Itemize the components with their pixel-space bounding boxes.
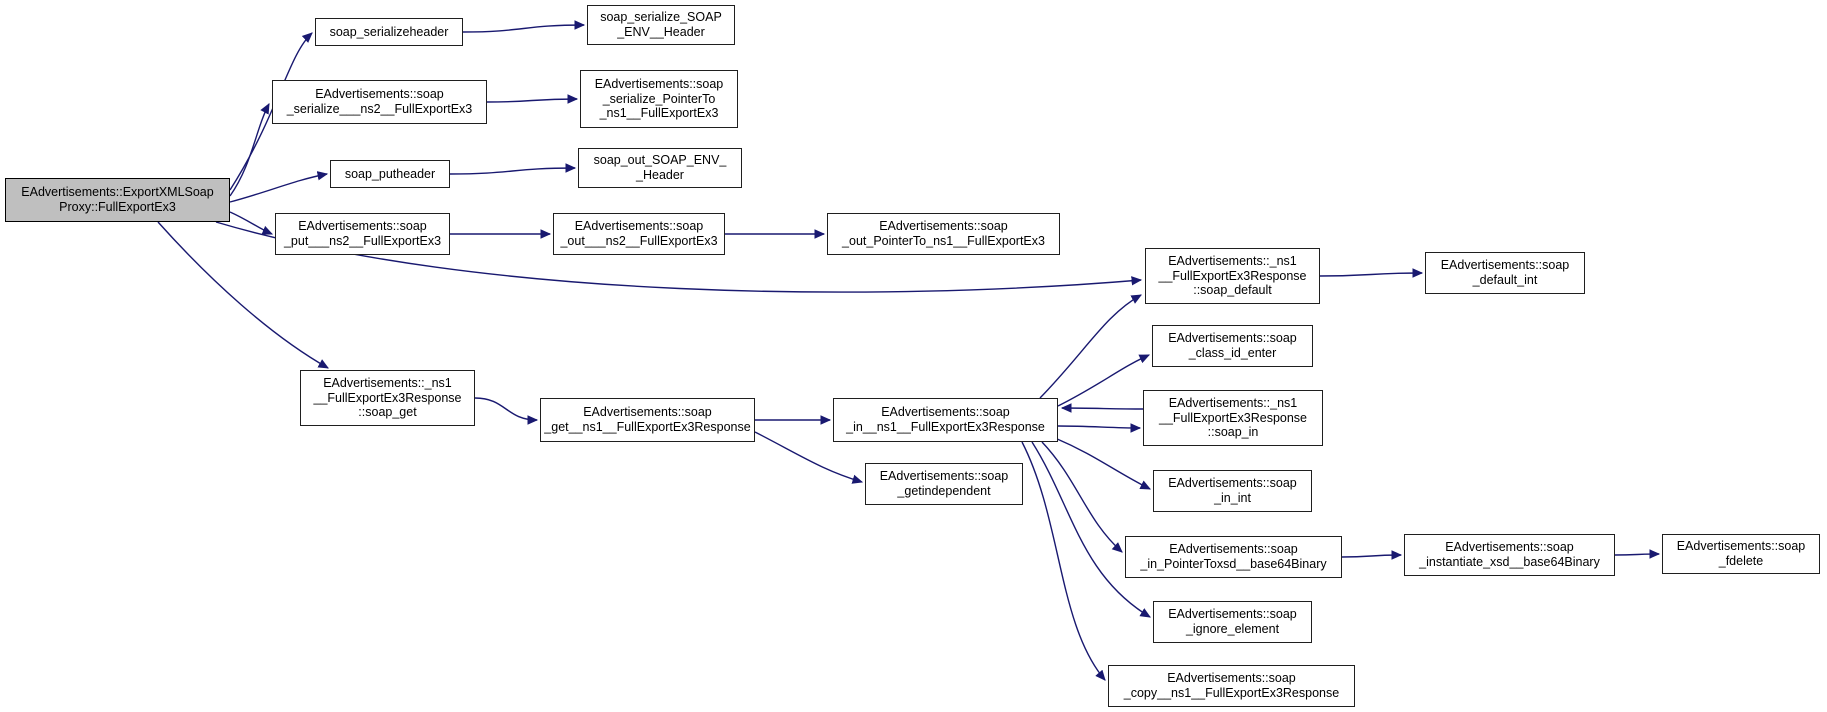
node-in-int[interactable]: EAdvertisements::soap_in_int: [1153, 470, 1312, 512]
node-putheader[interactable]: soap_putheader: [330, 160, 450, 188]
node-label-line: EAdvertisements::soap: [1445, 540, 1574, 555]
node-label-line: _get__ns1__FullExportEx3Response: [544, 420, 751, 434]
node-label-line: _fdelete: [1718, 554, 1764, 568]
node-label-line: EAdvertisements::soap: [583, 405, 712, 420]
edge-root-put-ns2: [229, 211, 274, 235]
node-label-line: EAdvertisements::soap: [1167, 671, 1296, 686]
edge-soap-get-get-ns1: [474, 397, 539, 425]
node-label-line: EAdvertisements::soap: [315, 87, 444, 102]
node-label-line: EAdvertisements::soap: [879, 219, 1008, 234]
edge-get-ns1-getindependent: [754, 431, 864, 484]
node-copy-ns1[interactable]: EAdvertisements::soap_copy__ns1__FullExp…: [1108, 665, 1355, 707]
node-label-line: EAdvertisements::soap: [881, 405, 1010, 420]
node-soap-default[interactable]: EAdvertisements::_ns1__FullExportEx3Resp…: [1145, 248, 1320, 304]
node-label-line: _in__ns1__FullExportEx3Response: [846, 420, 1045, 434]
node-label-line: _serialize_PointerTo: [602, 91, 716, 106]
node-default-int[interactable]: EAdvertisements::soap_default_int: [1425, 252, 1585, 294]
node-label-line: ::soap_in: [1207, 425, 1259, 440]
node-label-line: EAdvertisements::soap: [1440, 258, 1570, 273]
node-soap-in[interactable]: EAdvertisements::_ns1__FullExportEx3Resp…: [1143, 390, 1323, 446]
node-label-line: EAdvertisements::soap: [298, 219, 427, 234]
node-label-line: Proxy::FullExportEx3: [59, 200, 176, 214]
node-label-line: _ignore_element: [1185, 622, 1280, 636]
edge-serializeheader-serialize-soap-env-header: [462, 20, 586, 33]
edge-in-ns1-in-int: [1054, 437, 1152, 490]
node-serialize-pointerto[interactable]: EAdvertisements::soap_serialize_PointerT…: [580, 70, 738, 128]
node-label-line: EAdvertisements::_ns1: [323, 375, 452, 390]
node-label-line: _instantiate_xsd__base64Binary: [1419, 555, 1600, 569]
edge-in-ns1-copy-ns1: [1021, 441, 1106, 681]
edge-serialize-ns2-serialize-pointerto: [486, 94, 579, 104]
node-label-line: soap_out_SOAP_ENV_: [593, 153, 727, 168]
node-label-line: EAdvertisements::soap: [1169, 542, 1298, 557]
node-label-line: EAdvertisements::soap: [594, 76, 724, 91]
node-label-line: ::soap_default: [1193, 283, 1272, 298]
edge-soap-in-in-ns1: [1060, 403, 1144, 413]
edge-in-ns1-class-id-enter: [1057, 354, 1151, 407]
node-serialize-ns2[interactable]: EAdvertisements::soap_serialize___ns2__F…: [272, 80, 487, 124]
edge-root-putheader: [229, 171, 329, 203]
node-out-ns2[interactable]: EAdvertisements::soap_out___ns2__FullExp…: [553, 213, 725, 255]
node-label-line: EAdvertisements::soap: [1168, 607, 1297, 622]
node-label-line: _ENV__Header: [617, 25, 705, 39]
edge-instantiate-xsd-fdelete: [1614, 549, 1661, 559]
node-label-line: EAdvertisements::soap: [1168, 331, 1297, 346]
node-getindependent[interactable]: EAdvertisements::soap_getindependent: [865, 463, 1023, 505]
node-label-line: EAdvertisements::ExportXMLSoap: [21, 185, 214, 200]
edge-soap-default-default-int: [1319, 268, 1424, 278]
edge-in-ns1-ignore-element: [1031, 441, 1151, 618]
edge-in-ns1-in-pointertoxsd: [1041, 441, 1123, 553]
node-label-line: EAdvertisements::soap: [879, 469, 1009, 484]
node-label-line: EAdvertisements::soap: [1168, 476, 1297, 491]
node-ignore-element[interactable]: EAdvertisements::soap_ignore_element: [1153, 601, 1312, 643]
node-fdelete[interactable]: EAdvertisements::soap_fdelete: [1662, 534, 1820, 574]
edge-in-pointertoxsd-instantiate-xsd: [1341, 550, 1403, 560]
node-label-line: __FullExportEx3Response: [313, 390, 462, 405]
edge-putheader-out-soap-env-header: [449, 163, 577, 175]
node-serializeheader[interactable]: soap_serializeheader: [315, 18, 463, 46]
node-label-line: ::soap_get: [358, 405, 417, 420]
node-serialize-soap-env-header[interactable]: soap_serialize_SOAP_ENV__Header: [587, 5, 735, 45]
edge-in-ns1-soap-in: [1057, 423, 1142, 433]
node-out-pointerto[interactable]: EAdvertisements::soap_out_PointerTo_ns1_…: [827, 213, 1060, 255]
node-label-line: _put___ns2__FullExportEx3: [283, 234, 442, 248]
edge-root-soap-get: [157, 221, 329, 369]
node-label-line: EAdvertisements::soap: [1676, 539, 1806, 554]
node-label-line: __FullExportEx3Response: [1158, 268, 1307, 283]
node-put-ns2[interactable]: EAdvertisements::soap_put___ns2__FullExp…: [275, 213, 450, 255]
node-label-line: _copy__ns1__FullExportEx3Response: [1123, 686, 1340, 700]
node-label-line: soap_serializeheader: [329, 24, 449, 39]
node-label-line: _in_PointerToxsd__base64Binary: [1140, 557, 1327, 571]
node-label-line: EAdvertisements::soap: [574, 219, 704, 234]
node-label-line: EAdvertisements::_ns1: [1168, 395, 1298, 410]
node-label-line: soap_serialize_SOAP: [600, 10, 722, 25]
node-label-line: _Header: [636, 168, 684, 182]
node-label-line: _default_int: [1472, 273, 1538, 287]
node-class-id-enter[interactable]: EAdvertisements::soap_class_id_enter: [1152, 325, 1313, 367]
edge-root-serialize-ns2: [229, 103, 270, 197]
node-label-line: _class_id_enter: [1188, 346, 1277, 360]
node-label-line: _out_PointerTo_ns1__FullExportEx3: [842, 234, 1045, 248]
node-label-line: EAdvertisements::_ns1: [1168, 253, 1297, 268]
node-label-line: __FullExportEx3Response: [1159, 410, 1307, 425]
node-label-line: _out___ns2__FullExportEx3: [560, 234, 718, 248]
node-label-line: _serialize___ns2__FullExportEx3: [286, 102, 473, 116]
node-label-line: _ns1__FullExportEx3: [599, 106, 719, 121]
node-get-ns1[interactable]: EAdvertisements::soap_get__ns1__FullExpo…: [540, 398, 755, 442]
node-in-pointertoxsd[interactable]: EAdvertisements::soap_in_PointerToxsd__b…: [1125, 536, 1342, 578]
node-instantiate-xsd[interactable]: EAdvertisements::soap_instantiate_xsd__b…: [1404, 534, 1615, 576]
node-label-line: soap_putheader: [344, 166, 436, 181]
node-soap-get[interactable]: EAdvertisements::_ns1__FullExportEx3Resp…: [300, 370, 475, 426]
node-label-line: _in_int: [1214, 491, 1251, 505]
node-in-ns1[interactable]: EAdvertisements::soap_in__ns1__FullExpor…: [833, 398, 1058, 442]
node-out-soap-env-header[interactable]: soap_out_SOAP_ENV__Header: [578, 148, 742, 188]
edge-in-ns1-soap-default: [1039, 294, 1142, 399]
node-label-line: _getindependent: [897, 484, 991, 498]
